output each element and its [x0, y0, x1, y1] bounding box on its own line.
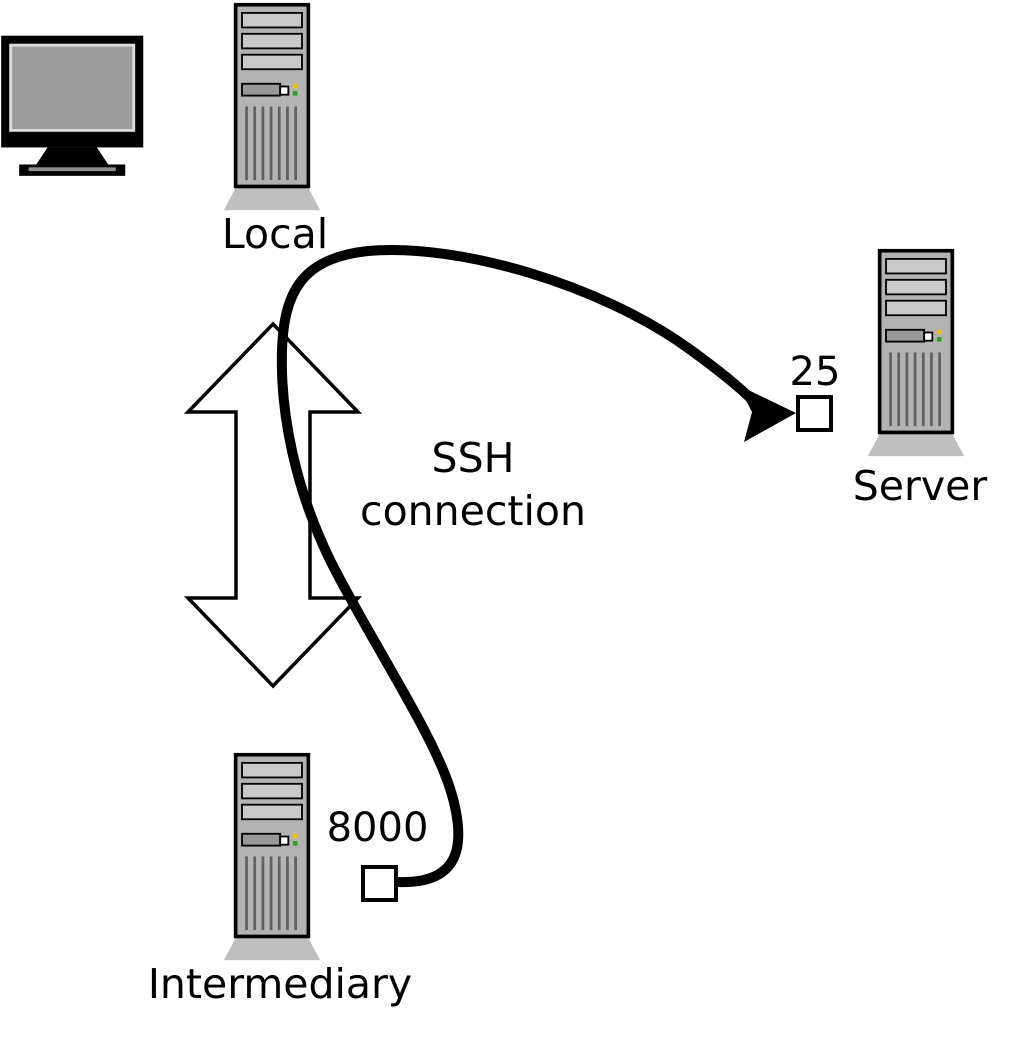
- server-label: Server: [852, 462, 988, 510]
- intermediary-port-label: 8000: [326, 805, 429, 851]
- ssh-connection-label-line2: connection: [360, 487, 586, 535]
- connection-arrowhead-icon: [738, 385, 796, 442]
- ssh-tunnel-double-arrow-icon: [183, 321, 363, 689]
- server-port-box: [796, 395, 833, 432]
- intermediary-port-box: [361, 865, 398, 902]
- forwarded-connection-line: [276, 245, 761, 888]
- server-port-label: 25: [789, 349, 841, 395]
- local-label: Local: [221, 210, 329, 258]
- ssh-connection-label-line1: SSH: [431, 434, 515, 482]
- ssh-connection-label: SSH connection: [338, 432, 608, 538]
- intermediary-label: Intermediary: [147, 960, 413, 1008]
